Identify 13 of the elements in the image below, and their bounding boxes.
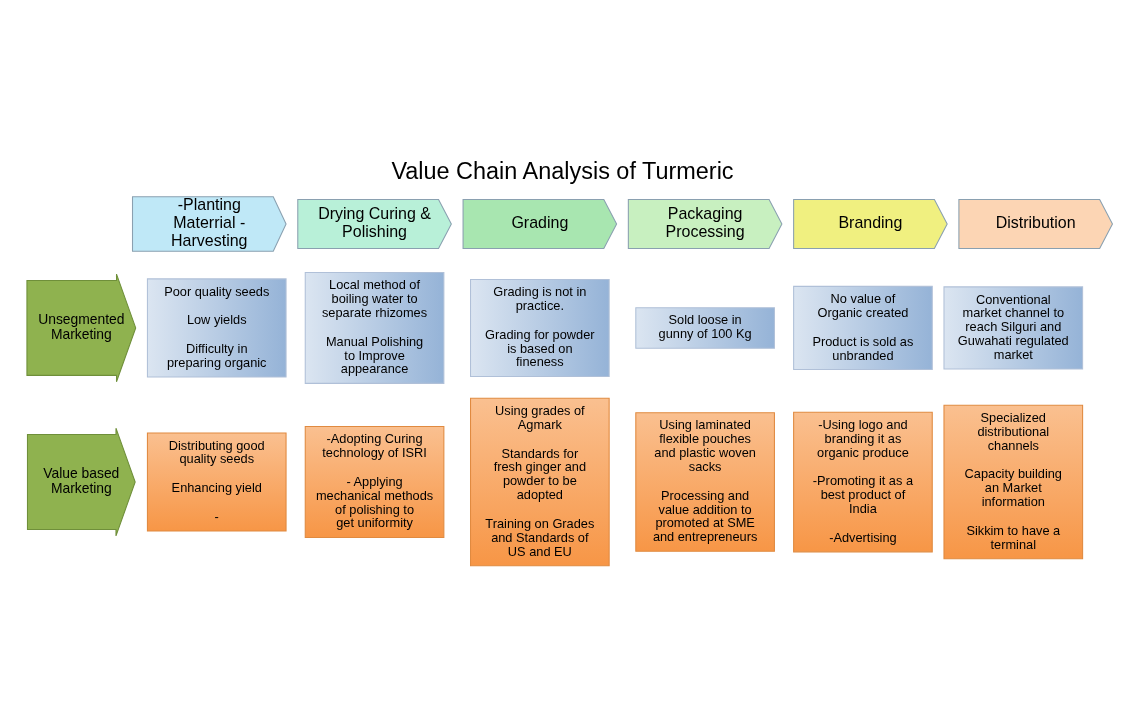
node-box: Distributing good quality seeds Enhancing yield - [146, 432, 287, 532]
node-box: Local method of boiling water to separate rhizomes Manual Polishing to Improve appearance [304, 271, 445, 384]
diagram-title: Value Chain Analysis of Turmeric [391, 158, 734, 185]
node-box: Grading is not in practice. Grading for powder is based on fineness [470, 278, 610, 377]
node-box: Poor quality seeds Low yields Difficulty in preparing organic [146, 278, 287, 378]
node-box: Specialized distributional channels Capacity building an Market information Sikkim to have a terminal [943, 404, 1084, 560]
node-box: -Using logo and branding it as organic produce -Promoting it as a best product of India -Advertising [793, 411, 933, 553]
node-box: Using laminated flexible pouches and plastic woven sacks Processing and value addition to promoted at SME and entrepreneurs [635, 412, 775, 552]
node-box: Sold loose in gunny of 100 Kg [635, 307, 775, 349]
node-box: -Adopting Curing technology of ISRI - Applying mechanical methods of polishing to get uniformity [304, 426, 445, 538]
node-box: Conventional market channel to reach Silguri and Guwahati regulated market [943, 286, 1084, 370]
node-box: No value of Organic created Product is sold as unbranded [793, 285, 933, 371]
node-box: Using grades of Agmark Standards for fresh ginger and powder to be adopted Training on Grades and Standards of US and EU [470, 397, 610, 567]
